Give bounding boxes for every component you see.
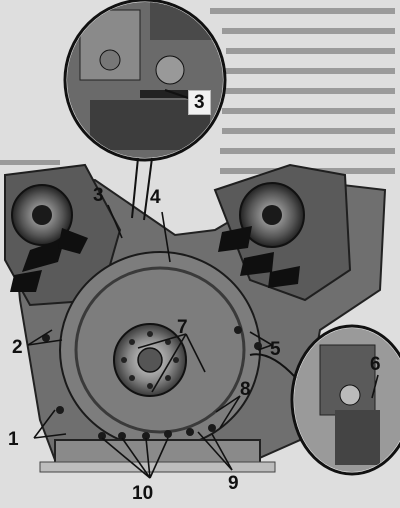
callout-6: 6 [370, 354, 381, 375]
callout-1: 1 [8, 429, 19, 450]
callout-9: 9 [228, 473, 239, 494]
callout-3-inset: 3 [188, 90, 211, 115]
detail-inset-top [63, 0, 227, 221]
background-page-text [0, 8, 395, 174]
callout-10: 10 [132, 483, 154, 504]
engine-block [4, 163, 387, 473]
callout-3: 3 [93, 185, 104, 206]
callout-2: 2 [12, 337, 23, 358]
callout-5: 5 [270, 339, 281, 360]
callout-4: 4 [150, 187, 161, 208]
detail-inset-right [249, 324, 400, 476]
callout-8: 8 [240, 379, 251, 400]
callout-7: 7 [177, 317, 188, 338]
leader-lines [27, 204, 379, 479]
